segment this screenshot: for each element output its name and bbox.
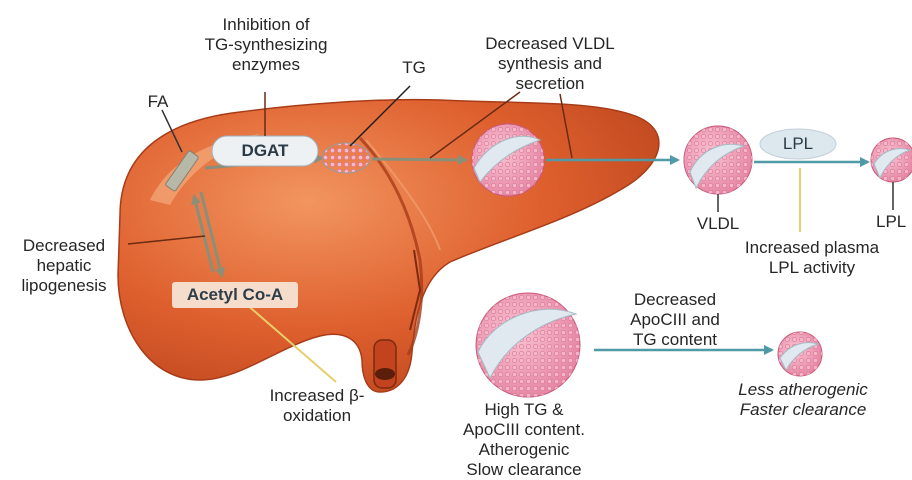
atherogenic-particle [476,293,580,397]
beta-oxidation-line-2: oxidation [254,406,380,426]
inhibition-line-3: enzymes [184,55,348,75]
less-atherogenic-particle [778,332,822,376]
tg-droplet [322,143,370,173]
inhibition-label: Inhibition of TG-synthesizing enzymes [184,15,348,75]
atherogenic-line-2: Slow clearance [440,460,608,480]
lipogenesis-line-1: Decreased [0,236,128,256]
apociii-decrease-line-2: ApoCIII and [610,310,740,330]
liver-vldl-particle [472,124,544,196]
fa-label: FA [138,92,178,112]
beta-oxidation-label: Increased β- oxidation [254,386,380,426]
less-atherogenic-line-2: Faster clearance [718,400,888,420]
acetyl-coa-label: Acetyl Co-A [172,282,298,308]
lpl-remnant-particle [871,138,912,182]
lpl-particle-label: LPL [876,212,912,232]
high-tg-line-1: High TG & [440,400,608,420]
beta-oxidation-line-1: Increased β- [254,386,380,406]
high-tg-label: High TG & ApoCIII content. Atherogenic S… [440,400,608,480]
plasma-lpl-line-1: Increased plasma [712,238,912,258]
vldl-synthesis-label: Decreased VLDL synthesis and secretion [466,34,634,94]
less-atherogenic-line-1: Less atherogenic [718,380,888,400]
plasma-vldl-particle [684,126,752,194]
lpl-enzyme-label: LPL [760,130,836,158]
vldl-synthesis-line-3: secretion [466,74,634,94]
lipogenesis-line-3: lipogenesis [0,276,128,296]
vldl-synthesis-line-1: Decreased VLDL [466,34,634,54]
inhibition-line-1: Inhibition of [184,15,348,35]
vldl-label: VLDL [682,214,754,234]
apociii-decrease-line-3: TG content [610,330,740,350]
less-atherogenic-label: Less atherogenic Faster clearance [718,380,888,420]
plasma-lpl-line-2: LPL activity [712,258,912,278]
lipogenesis-line-2: hepatic [0,256,128,276]
lipogenesis-label: Decreased hepatic lipogenesis [0,236,128,296]
dgat-label: DGAT [212,136,318,166]
high-tg-line-2: ApoCIII content. [440,420,608,440]
apociii-decrease-label: Decreased ApoCIII and TG content [610,290,740,350]
plasma-lpl-label: Increased plasma LPL activity [712,238,912,278]
apociii-decrease-line-1: Decreased [610,290,740,310]
inhibition-line-2: TG-synthesizing [184,35,348,55]
tg-to-vldl-arrow [372,159,466,160]
tg-label: TG [394,58,434,78]
vldl-synthesis-line-2: synthesis and [466,54,634,74]
atherogenic-line-1: Atherogenic [440,440,608,460]
